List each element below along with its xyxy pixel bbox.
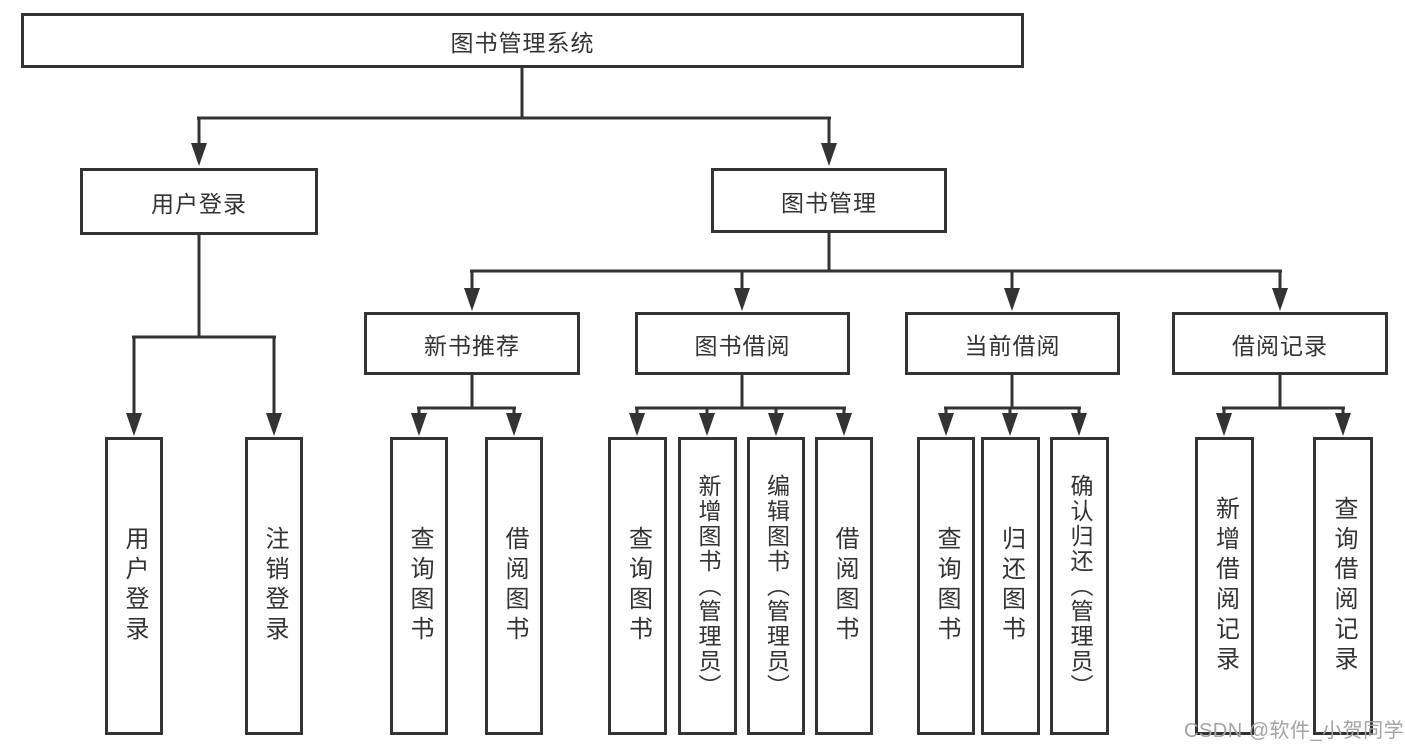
leaf-edit-book-admin: 编辑图书（管理员）	[747, 437, 805, 735]
node-new-book-recommendation: 新书推荐	[364, 312, 580, 375]
leaf-add-borrow-record: 新增借阅记录	[1195, 437, 1254, 735]
node-borrowing-records: 借阅记录	[1172, 312, 1388, 375]
leaf-logout: 注销登录	[245, 437, 303, 735]
csdn-watermark: CSDN @软件_小贺同学	[1184, 720, 1405, 742]
node-user-login: 用户登录	[80, 168, 318, 235]
node-root: 图书管理系统	[21, 13, 1024, 68]
leaf-query-books-borrowing: 查询图书	[608, 437, 667, 735]
leaf-borrow-books-borrowing: 借阅图书	[815, 437, 873, 735]
leaf-query-books-recommend: 查询图书	[390, 437, 448, 735]
leaf-user-login: 用户登录	[105, 437, 163, 735]
leaf-confirm-return-admin: 确认归还（管理员）	[1050, 437, 1109, 735]
leaf-return-books: 归还图书	[981, 437, 1040, 735]
edges	[132, 68, 1345, 413]
node-book-management: 图书管理	[711, 168, 947, 233]
node-book-borrowing: 图书借阅	[635, 312, 850, 375]
leaf-query-books-current: 查询图书	[917, 437, 975, 735]
leaf-query-borrow-record: 查询借阅记录	[1313, 437, 1373, 735]
node-current-borrowing: 当前借阅	[905, 312, 1120, 375]
leaf-add-book-admin: 新增图书（管理员）	[678, 437, 737, 735]
arrowheads	[126, 143, 1351, 436]
leaf-borrow-books-recommend: 借阅图书	[485, 437, 543, 735]
